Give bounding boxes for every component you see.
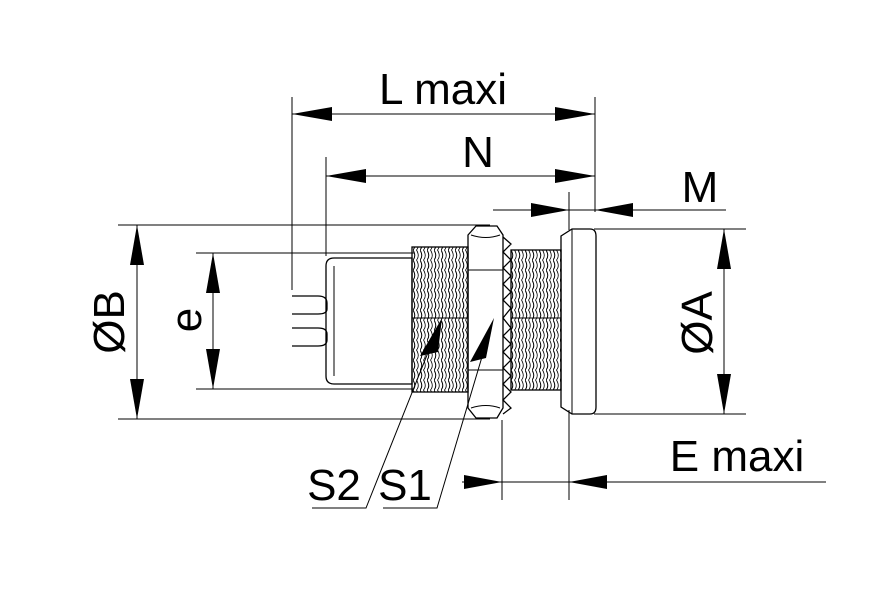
s1-leader-line (383, 329, 491, 509)
m-arrow-left (531, 203, 569, 217)
rear-cylinder (325, 257, 413, 385)
e-maxi-label: E maxi (670, 432, 804, 481)
m-arrow-right (595, 203, 633, 217)
l-maxi-arrow-left (292, 107, 332, 121)
n-arrow-left (326, 169, 366, 183)
e-arrow-top (206, 253, 220, 293)
e-dimension: e (162, 252, 414, 390)
dia-b-arrow-bottom (130, 379, 144, 419)
s1-leader-arrow (470, 318, 494, 362)
e-arrow-bottom (206, 349, 220, 389)
e-maxi-arrow-right (569, 475, 607, 489)
l-maxi-arrow-right (555, 107, 595, 121)
serrated-washer (502, 236, 512, 415)
dia-a-label: ØA (673, 291, 722, 355)
e-maxi-dimension: E maxi (462, 410, 826, 500)
rear-pin-upper (292, 295, 328, 315)
dia-b-label: ØB (85, 290, 134, 354)
n-dimension: N (325, 128, 595, 256)
s2-label: S2 (307, 461, 361, 510)
hex-nut-outline (467, 225, 504, 419)
rear-pin-lower (292, 327, 328, 347)
m-dimension: M (493, 163, 726, 230)
s2-leader-arrow (420, 318, 442, 356)
n-arrow-right (555, 169, 595, 183)
s1-leader: S1 (378, 318, 494, 510)
dia-b-dimension: ØB (85, 224, 490, 420)
front-flange (560, 228, 597, 415)
hex-nut-chamfer-bottom (470, 405, 501, 409)
s2-leader-line (312, 329, 438, 509)
dia-a-dimension: ØA (594, 228, 746, 415)
m-label: M (682, 163, 719, 212)
l-maxi-label: L maxi (379, 65, 507, 114)
l-maxi-dimension: L maxi (291, 65, 596, 290)
hex-nut-chamfer-top (470, 234, 501, 238)
s1-label: S1 (378, 461, 432, 510)
s2-leader: S2 (307, 318, 442, 510)
e-label: e (162, 308, 211, 332)
e-maxi-arrow-left (464, 475, 502, 489)
hex-nut (467, 225, 504, 419)
dia-a-arrow-bottom (717, 374, 731, 414)
rear-pins (292, 295, 328, 347)
rear-thread (412, 247, 468, 392)
serrated-washer-teeth (502, 236, 512, 415)
dia-a-arrow-top (717, 229, 731, 269)
front-thread (511, 250, 561, 390)
dia-b-arrow-top (130, 225, 144, 265)
connector-body (292, 225, 597, 419)
n-label: N (462, 128, 494, 177)
